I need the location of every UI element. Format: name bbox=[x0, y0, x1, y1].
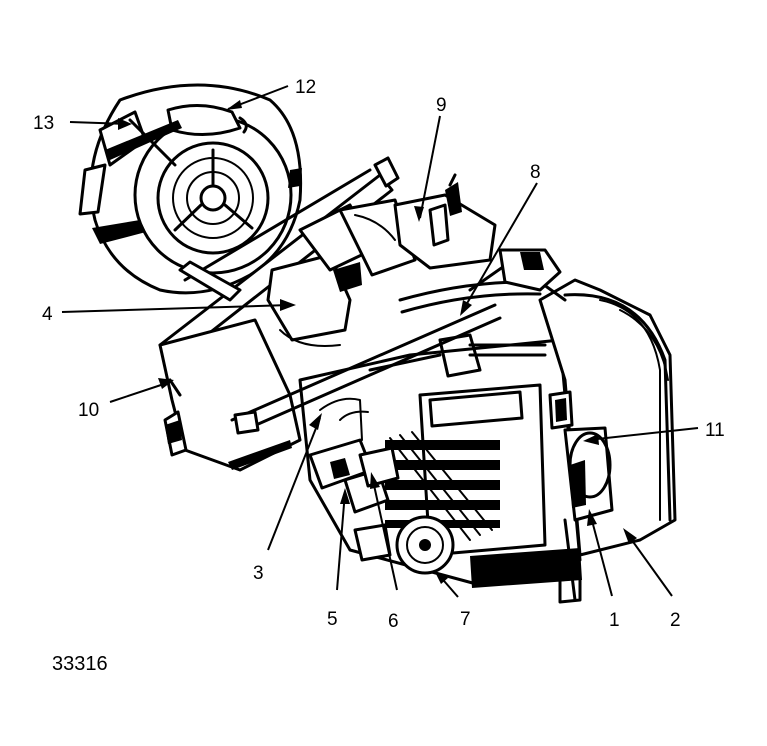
figure-id: 33316 bbox=[52, 653, 108, 675]
evaporator-case bbox=[158, 318, 302, 472]
blower-housing bbox=[78, 83, 303, 295]
callout-13: 13 bbox=[33, 113, 54, 134]
callout-6: 6 bbox=[388, 611, 399, 632]
callout-7: 7 bbox=[460, 609, 471, 630]
pipes bbox=[230, 248, 567, 435]
callout-4: 4 bbox=[42, 304, 53, 325]
callout-8: 8 bbox=[530, 162, 541, 183]
motor-pulley bbox=[395, 515, 455, 575]
callout-10: 10 bbox=[78, 400, 99, 421]
callout-9: 9 bbox=[436, 95, 447, 116]
callout-3: 3 bbox=[253, 563, 264, 584]
temp-sensor bbox=[548, 390, 614, 604]
callout-12: 12 bbox=[295, 77, 316, 98]
leader-lines bbox=[61, 85, 699, 598]
heater-body bbox=[298, 278, 677, 588]
valve-assembly bbox=[393, 173, 497, 270]
callout-1: 1 bbox=[609, 610, 620, 631]
callout-5: 5 bbox=[327, 609, 338, 630]
callout-11: 11 bbox=[705, 420, 725, 441]
callout-2: 2 bbox=[670, 610, 681, 631]
